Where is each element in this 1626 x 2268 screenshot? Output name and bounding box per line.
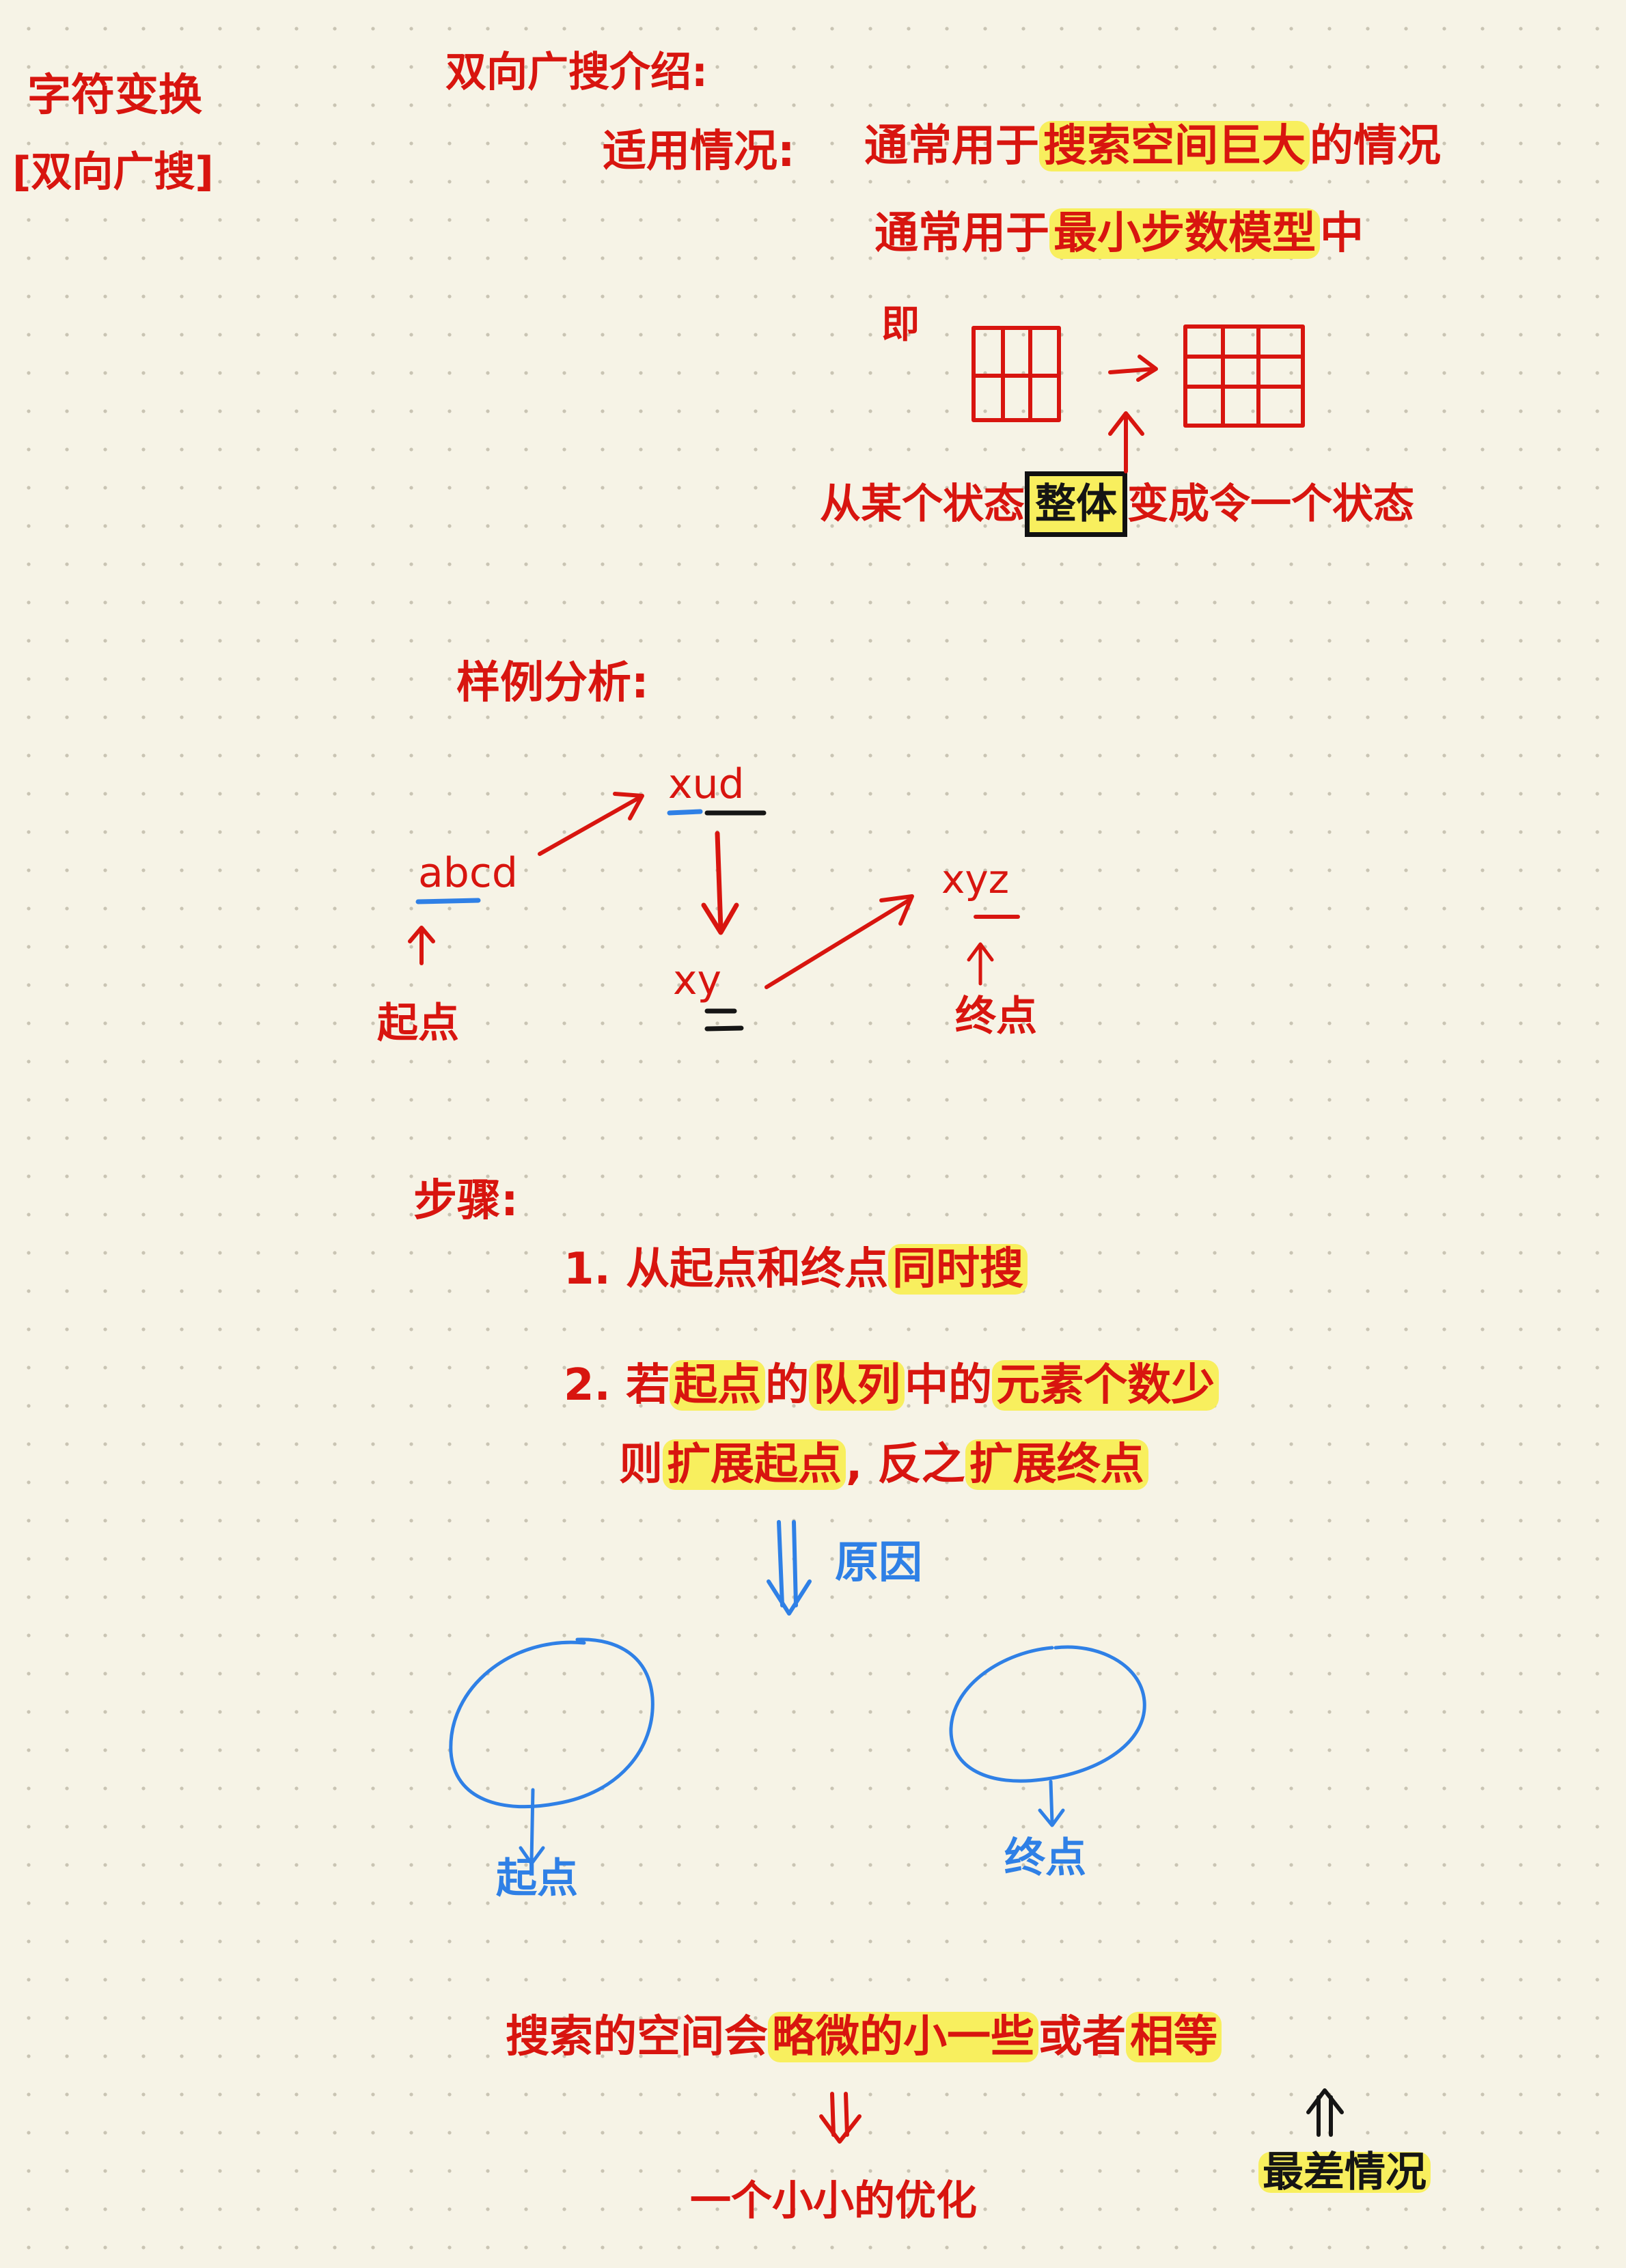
conclusion-b: 或者 — [1038, 2012, 1126, 2062]
step-2: 2. 若起点的队列中的元素个数少 — [564, 1360, 1220, 1411]
arrow-up-end-icon — [967, 942, 994, 986]
node-mid1: xud — [668, 760, 745, 808]
end-circle-icon — [949, 1645, 1146, 1783]
state-transition-text: 从某个状态整体变成令一个状态 — [820, 471, 1414, 537]
steps-heading: 步骤: — [413, 1176, 519, 1226]
highlight-slightly-smaller: 略微的小一些 — [768, 2012, 1038, 2062]
circle-start-label: 起点 — [496, 1855, 578, 1903]
step-1: 1. 从起点和终点同时搜 — [564, 1244, 1028, 1295]
arrow-mid1-to-mid2 — [701, 831, 739, 935]
arrow-start-to-mid1 — [538, 792, 644, 856]
underline-x-mid1 — [667, 809, 703, 816]
usage-line-2: 通常用于最小步数模型中 — [874, 208, 1364, 259]
boxed-whole: 整体 — [1025, 471, 1127, 537]
usage-line-2-a: 通常用于 — [874, 208, 1049, 259]
step-2-num: 2. 若 — [564, 1360, 670, 1411]
step-2-c: 中的 — [905, 1360, 993, 1411]
highlight-start: 起点 — [670, 1360, 766, 1411]
usage-label: 适用情况: — [603, 126, 795, 177]
arrow-circle-end — [1038, 1780, 1065, 1827]
step-1-text: 1. 从起点和终点 — [564, 1244, 889, 1295]
step-3-b: , 反之 — [846, 1439, 965, 1490]
node-end: xyz — [941, 856, 1010, 902]
highlight-expand-end: 扩展终点 — [965, 1439, 1148, 1490]
step-2-b: 的 — [765, 1360, 810, 1411]
ji-label: 即 — [881, 303, 920, 347]
usage-line-1-a: 通常用于 — [864, 121, 1039, 171]
usage-line-1-b: 的情况 — [1310, 121, 1441, 171]
circle-end-label: 终点 — [1004, 1834, 1086, 1882]
up-arrow-icon — [1108, 411, 1144, 473]
node-mid2: xy — [673, 956, 722, 1004]
underline-y-mid2-b — [704, 1025, 744, 1032]
worst-case-label: 最差情况 — [1258, 2152, 1431, 2193]
start-circle-icon — [449, 1637, 654, 1809]
example-start-label: 起点 — [377, 999, 459, 1047]
grid-arrow-icon — [1108, 355, 1158, 382]
highlight-queue: 队列 — [809, 1360, 905, 1411]
small-grid-icon — [972, 326, 1061, 422]
page-title: 字符变换 — [27, 70, 202, 121]
highlight-min-step-model: 最小步数模型 — [1049, 208, 1320, 259]
highlight-expand-start: 扩展起点 — [663, 1439, 846, 1490]
page-subtitle: [双向广搜] — [12, 148, 214, 196]
double-down-arrow-icon — [767, 1520, 812, 1616]
arrow-circle-start — [519, 1788, 545, 1866]
highlight-equal: 相等 — [1126, 2012, 1222, 2062]
double-down-arrow-optimization-icon — [819, 2092, 862, 2144]
reason-label: 原因 — [835, 1538, 922, 1588]
large-grid-icon — [1183, 324, 1305, 428]
intro-heading: 双向广搜介绍: — [445, 49, 708, 96]
underline-ab — [415, 898, 481, 904]
conclusion-a: 搜索的空间会 — [506, 2012, 768, 2062]
usage-line-1: 通常用于搜索空间巨大的情况 — [864, 121, 1441, 171]
state-text-a: 从某个状态 — [820, 480, 1025, 528]
example-end-label: 终点 — [955, 993, 1037, 1040]
step-3-a: 则 — [619, 1439, 663, 1490]
double-up-arrow-worst-icon — [1306, 2088, 1344, 2137]
arrow-up-start-icon — [408, 926, 435, 965]
step-2-cont: 则扩展起点, 反之扩展终点 — [619, 1439, 1148, 1490]
optimization-label: 一个小小的优化 — [690, 2177, 977, 2225]
conclusion-text: 搜索的空间会略微的小一些或者相等 — [506, 2012, 1222, 2062]
highlight-search-space: 搜索空间巨大 — [1039, 121, 1310, 171]
highlight-search-simultaneously: 同时搜 — [888, 1244, 1028, 1295]
arrow-mid2-to-end — [764, 894, 914, 989]
example-heading: 样例分析: — [456, 658, 649, 708]
state-text-b: 变成令一个状态 — [1127, 480, 1414, 528]
highlight-fewer-elements: 元素个数少 — [992, 1360, 1220, 1411]
node-start: abcd — [418, 849, 518, 897]
usage-line-2-b: 中 — [1320, 208, 1364, 259]
